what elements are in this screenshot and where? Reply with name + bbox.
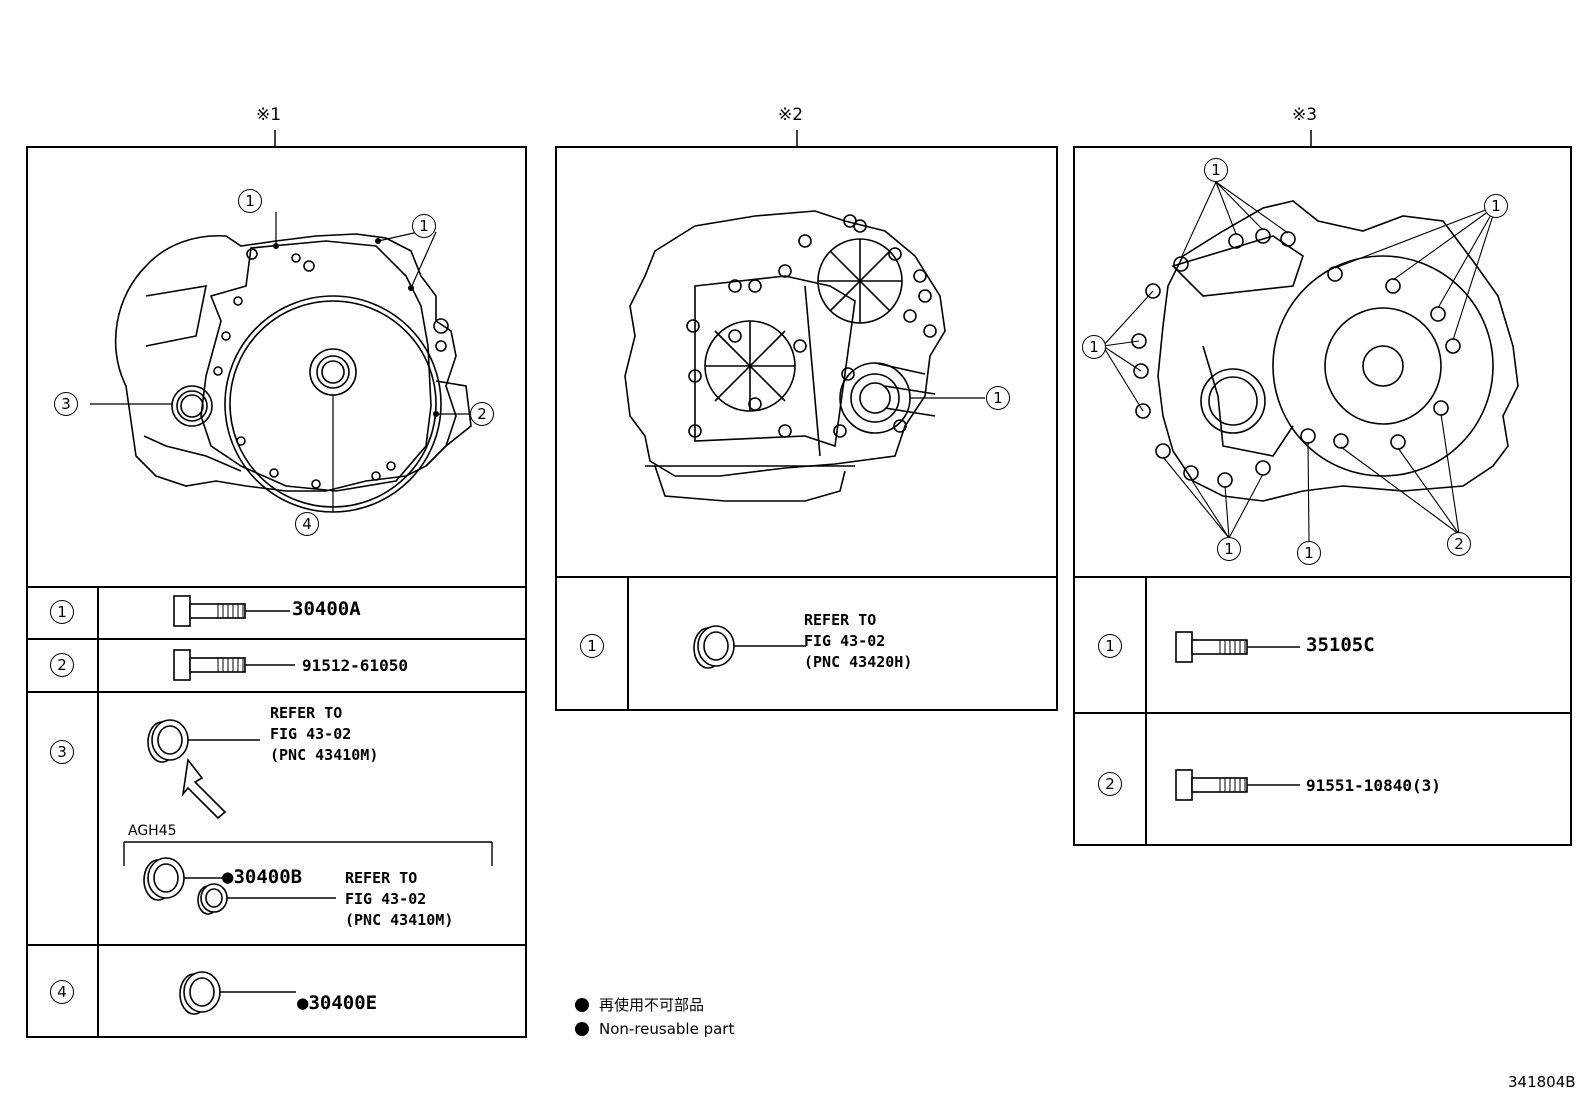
panel-1	[26, 146, 527, 1038]
callout-1-top: 1	[238, 189, 262, 213]
callout-2: 2	[470, 402, 494, 426]
panel1-column-divider	[97, 586, 99, 1038]
panel3-callout-1-top: 1	[1204, 158, 1228, 182]
panel3-callout-2: 2	[1447, 532, 1471, 556]
panel1-row-3	[26, 691, 527, 944]
small-seal-icon	[197, 883, 336, 915]
row2-index: 2	[50, 653, 74, 677]
callout-4: 4	[295, 512, 319, 536]
panel3-row-2	[1073, 712, 1572, 846]
panel3-callout-1-bottom-left: 1	[1217, 537, 1241, 561]
oil-seal-icon-panel2	[693, 625, 806, 669]
callout-3: 3	[54, 392, 78, 416]
panel3-callout-1-left: 1	[1082, 335, 1106, 359]
non-reusable-dot-icon	[575, 1022, 589, 1036]
callout-1-right: 1	[412, 214, 436, 238]
legend-jp-text: 再使用不可部品	[599, 996, 705, 1014]
panel3-callout-1-right: 1	[1484, 194, 1508, 218]
panel3-header: ※3	[1292, 105, 1318, 125]
panel1-row-1	[26, 586, 527, 638]
row4-index: 4	[50, 980, 74, 1004]
refer-note-agh45: REFER TO FIG 43-02 (PNC 43410M)	[345, 869, 454, 929]
part-number-30400B: ●30400B	[222, 866, 303, 888]
bolt-icon-91551-10840	[1175, 769, 1300, 801]
panel3-callout-1-bottom: 1	[1297, 541, 1321, 565]
part-number-30400A: 30400A	[292, 598, 361, 620]
row3-index: 3	[50, 740, 74, 764]
panel1-header: ※1	[256, 105, 282, 125]
panel1-row-2	[26, 638, 527, 691]
bolt-icon-row2	[173, 649, 295, 681]
panel2-column-divider	[627, 576, 629, 711]
panel2-row-1	[555, 576, 1058, 711]
part-number-91551-10840: 91551-10840(3)	[1306, 776, 1441, 795]
bolt-icon-row1	[173, 595, 290, 627]
panel3-column-divider	[1145, 576, 1147, 846]
panel2-callout-1: 1	[986, 386, 1010, 410]
part-number-91512-61050: 91512-61050	[302, 656, 408, 675]
row1-index: 1	[50, 600, 74, 624]
refer-note-panel2: REFER TO FIG 43-02 (PNC 43420H)	[804, 611, 913, 671]
bolt-icon-35105C	[1175, 631, 1300, 663]
part-number-35105C: 35105C	[1306, 634, 1375, 656]
legend-en-text: Non-reusable part	[599, 1020, 735, 1038]
legend-non-reusable-jp: 再使用不可部品	[575, 994, 704, 1015]
panel-3	[1073, 146, 1572, 846]
panel3-row2-index: 2	[1098, 772, 1122, 796]
panel-2	[555, 146, 1058, 711]
panel1-row-4	[26, 944, 527, 1038]
part-number-30400E: ●30400E	[297, 992, 378, 1014]
panel2-header: ※2	[778, 105, 804, 125]
legend-non-reusable-en: Non-reusable part	[575, 1020, 734, 1038]
panel3-row1-index: 1	[1098, 634, 1122, 658]
transaxle-illustration-front	[90, 212, 482, 513]
transaxle-illustration-side	[624, 210, 985, 502]
panel2-row1-index: 1	[580, 634, 604, 658]
variant-bracket	[123, 841, 493, 866]
oil-seal-icon-row3	[147, 719, 260, 820]
oil-seal-icon-30400B	[143, 857, 228, 901]
refer-note-row3: REFER TO FIG 43-02 (PNC 43410M)	[270, 704, 379, 764]
panel3-row-1	[1073, 576, 1572, 712]
figure-id: 341804B	[1508, 1073, 1576, 1091]
non-reusable-dot-icon	[575, 998, 589, 1012]
oil-seal-icon-30400E	[179, 971, 296, 1015]
variant-label-agh45: AGH45	[128, 823, 177, 839]
transaxle-illustration-rear	[1102, 181, 1519, 543]
